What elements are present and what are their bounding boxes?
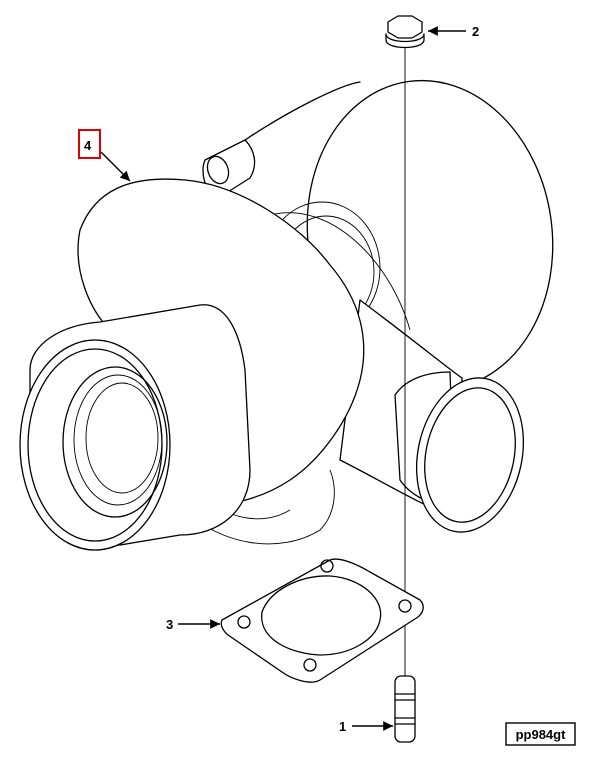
compressor-housing [19, 178, 365, 551]
oil-inlet-boss [202, 139, 256, 201]
figure-id-label: pp984gt [516, 727, 567, 742]
callout-3-label: 3 [166, 617, 173, 632]
callout-3: 3 [166, 617, 220, 632]
callout-4-highlight [78, 129, 101, 159]
flange-bolt [385, 15, 425, 680]
gasket [220, 558, 424, 683]
callout-4: 4 [78, 129, 131, 182]
figure-id-box: pp984gt [505, 722, 576, 746]
turbine-outlet [339, 299, 525, 533]
callout-4-label: 4 [84, 138, 92, 153]
mounting-stud [394, 675, 416, 743]
callout-1-label: 1 [339, 719, 346, 734]
callout-2: 2 [428, 24, 479, 39]
callout-1: 1 [339, 719, 393, 734]
callout-2-label: 2 [472, 24, 479, 39]
